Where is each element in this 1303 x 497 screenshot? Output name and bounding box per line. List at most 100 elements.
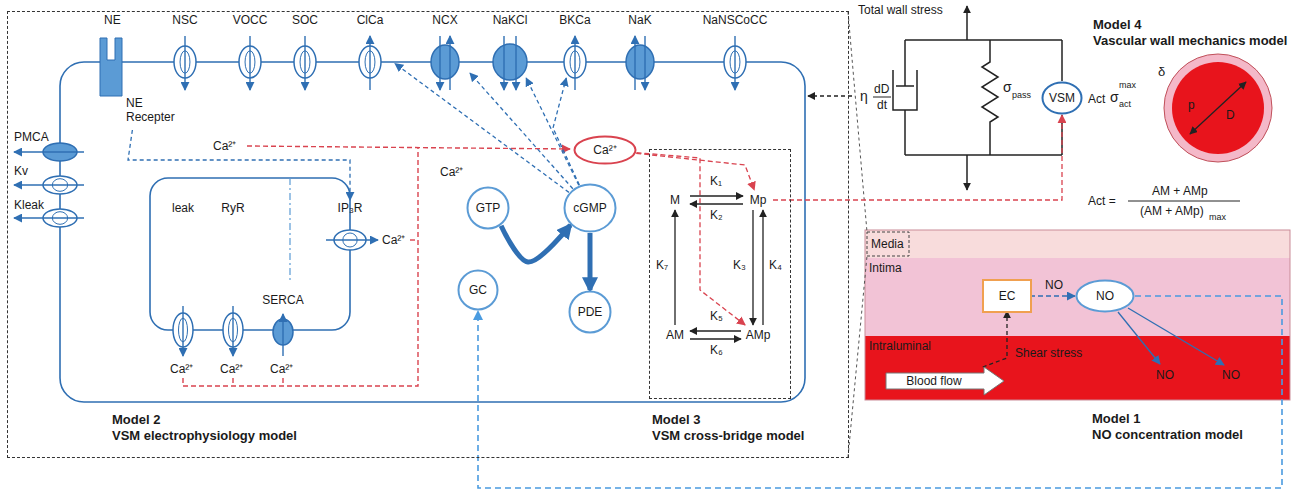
node-text: GTP — [476, 201, 501, 215]
node-text: VOCC — [233, 13, 268, 27]
channel-symbol — [14, 36, 746, 356]
no-diffusion — [1118, 312, 1160, 364]
ion-bubble: Ca²⁺ — [573, 135, 637, 165]
channel-symbol — [626, 45, 654, 79]
node-text: PDE — [578, 305, 603, 319]
channel-symbol — [574, 36, 575, 90]
node-text: NaKCl — [493, 13, 528, 27]
edge-label: K₆ — [710, 343, 723, 357]
flow-arrow: Blood flow — [886, 367, 1004, 395]
connector — [395, 64, 569, 193]
ion-channel: NaNSCoCC — [699, 12, 772, 78]
node-text: GC — [469, 283, 487, 297]
zoom-line — [848, 12, 867, 232]
state-label: M — [660, 190, 690, 210]
annotation: NO — [1222, 368, 1240, 382]
ion-channel: ClCa — [345, 12, 395, 78]
tissue-band: IntimaECNO — [865, 258, 1290, 336]
node-text: SOC — [292, 13, 318, 27]
channel-symbol — [449, 36, 450, 90]
tissue-layer — [865, 336, 1290, 400]
connector — [553, 78, 579, 185]
vessel-cross-section — [1164, 54, 1272, 162]
wall-circuit — [966, 155, 968, 190]
receptor: NENE Recepter — [92, 12, 190, 130]
channel-symbol — [232, 306, 233, 356]
enzyme-circle: GC — [457, 269, 499, 311]
edge-label: NO — [1043, 278, 1065, 292]
channel-symbol — [634, 36, 635, 90]
annotation: act — [1119, 99, 1131, 110]
node-text: Model 3 — [652, 412, 700, 427]
annotation: Model 4 — [1093, 18, 1141, 32]
annotation: dD — [874, 82, 889, 96]
vessel-cross-section — [1190, 82, 1246, 134]
channel-symbol — [515, 36, 516, 90]
channel-symbol — [734, 36, 735, 90]
wall-circuit — [896, 85, 914, 87]
vessel-cross-section — [1172, 62, 1264, 154]
annotation: (AM + AMp) — [1140, 204, 1204, 218]
annotation: Total wall stress — [858, 3, 943, 17]
state-label: AMp — [741, 325, 775, 345]
sr-pump: SERCA — [256, 292, 310, 342]
no-diffusion — [1118, 308, 1224, 365]
channel-symbol — [503, 36, 504, 90]
ion-channel: NaKCl — [485, 12, 535, 78]
annotation: σ — [1110, 89, 1119, 105]
connector — [690, 338, 741, 339]
connector — [1030, 295, 1075, 296]
node-text: NCX — [432, 13, 457, 27]
ion-channel: PMCA — [10, 128, 86, 160]
node-text: SERCA — [262, 293, 303, 307]
node-text: PMCA — [14, 130, 49, 144]
node-text: VSM electrophysiology model — [112, 428, 297, 443]
node-text: AM — [666, 328, 684, 342]
node-text: NO — [1096, 289, 1114, 303]
annotation: Act — [1088, 92, 1105, 106]
ion-channel: NCX — [420, 12, 470, 78]
node-text: Mp — [750, 193, 767, 207]
molecule-ellipse: NO — [1075, 279, 1135, 313]
annotation: Act = — [1088, 194, 1116, 208]
wall-circuit — [905, 154, 1062, 156]
state-label: AM — [660, 325, 690, 345]
wall-circuit — [904, 40, 906, 86]
connector — [526, 78, 579, 185]
ellipse-outline — [565, 185, 616, 232]
edge-label: K₅ — [710, 309, 723, 323]
wall-circuit — [966, 6, 968, 40]
channel-symbol — [14, 184, 84, 185]
connector — [636, 153, 754, 190]
node-text: VSM cross-bridge model — [652, 428, 804, 443]
wall-circuit — [808, 95, 852, 97]
ion-channel: NSC — [160, 12, 210, 78]
node-text: AMp — [746, 328, 771, 342]
ellipse-outline — [459, 271, 498, 310]
sr-channel: IP₃R — [325, 200, 375, 254]
node-text: Intraluminal — [869, 339, 931, 353]
annotation: Ca²⁺ — [270, 362, 293, 376]
molecule-circle: cGMP — [563, 183, 617, 233]
connector — [690, 330, 741, 331]
channel-symbol — [431, 45, 459, 79]
tissue-layer — [865, 230, 1290, 400]
ion-channel: Kleak — [10, 196, 86, 228]
channel-symbol — [249, 36, 250, 90]
connector — [470, 73, 573, 189]
channel-symbol — [184, 36, 185, 90]
cell-box: EC — [984, 281, 1030, 311]
annotation: AM + AMp — [1152, 184, 1208, 198]
tissue-band: Media — [865, 230, 1290, 258]
annotation: Vascular wall mechanics model — [1093, 34, 1287, 48]
node-text: Model 2 — [112, 412, 160, 427]
wall-circuit — [905, 39, 1062, 41]
ion-channel: VOCC — [225, 12, 275, 78]
cell-membrane — [60, 62, 805, 402]
node-text: EC — [999, 289, 1016, 303]
arrow-outline — [886, 367, 1004, 395]
annotation: NO — [1156, 368, 1174, 382]
edge-label: K₃ — [733, 258, 746, 272]
annotation: NO concentration model — [1092, 428, 1243, 442]
